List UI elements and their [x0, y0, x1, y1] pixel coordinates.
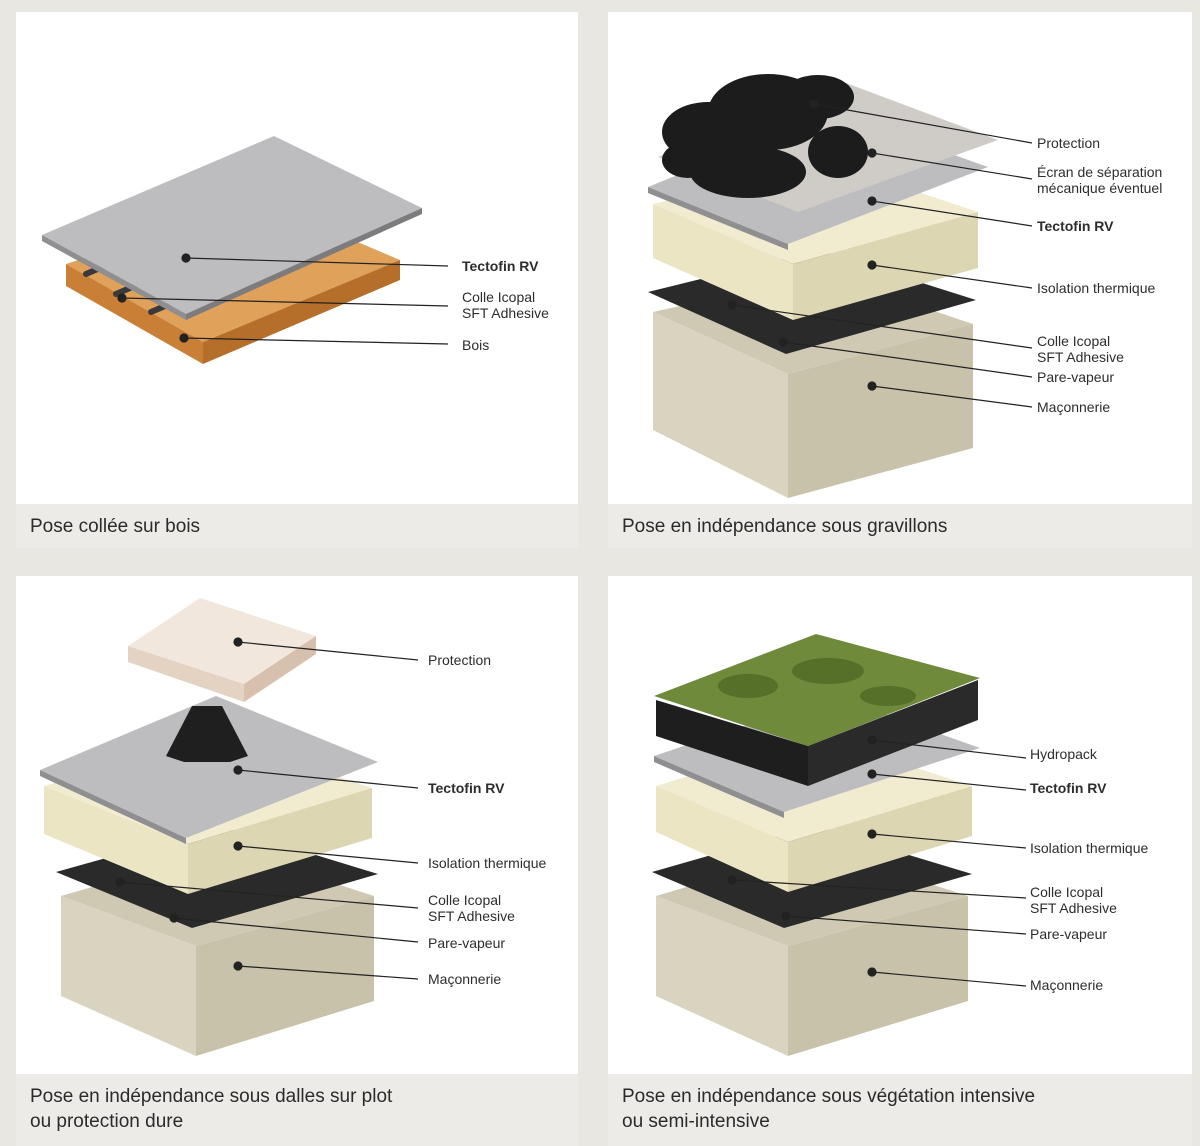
label-protection: Protection: [1037, 135, 1101, 151]
hydropack-side: [656, 700, 808, 786]
label-pare-vapeur: Pare-vapeur: [1030, 926, 1108, 942]
panel-caption: Pose en indépendance sous gravillons: [608, 504, 1192, 548]
gravel-layers-illustration: [648, 74, 1033, 498]
insulation-left: [653, 204, 793, 320]
label-tectofin: Tectofin RV: [428, 780, 505, 796]
pedestal: [166, 706, 248, 762]
panel-caption: Pose en indépendance sous végétation int…: [608, 1074, 1192, 1146]
label-maconnerie: Maçonnerie: [428, 971, 502, 987]
wood-board-left: [66, 264, 203, 364]
label-pare-vapeur: Pare-vapeur: [428, 935, 506, 951]
label-maconnerie: Maçonnerie: [1037, 399, 1111, 415]
label-isolation: Isolation thermique: [1037, 280, 1156, 296]
label-tectofin: Tectofin RV: [1037, 218, 1114, 234]
slab-top: [128, 598, 316, 684]
masonry-right: [788, 324, 973, 498]
pebbles: [662, 74, 868, 198]
panel-slabs: Protection Tectofin RV Isolation thermiq…: [16, 576, 578, 1146]
label-hydropack: Hydropack: [1030, 746, 1097, 762]
slab-layers-illustration: [40, 598, 419, 1056]
label-protection: Protection: [428, 652, 492, 668]
masonry-left: [653, 312, 788, 498]
wood-layers-illustration: [42, 136, 449, 364]
label-tectofin: Tectofin RV: [1030, 780, 1107, 796]
vegetation-top: [654, 634, 980, 746]
label-pare-vapeur: Pare-vapeur: [1037, 369, 1115, 385]
vegetation-layers-illustration: [652, 634, 1027, 1056]
panel-vegetation: Hydropack Tectofin RV Isolation thermiqu…: [608, 576, 1192, 1146]
label-isolation: Isolation thermique: [1030, 840, 1149, 856]
label-maconnerie: Maçonnerie: [1030, 977, 1104, 993]
membrane-top: [40, 696, 378, 838]
wood-board-right: [203, 260, 400, 364]
panel-caption: Pose en indépendance sous dalles sur plo…: [16, 1074, 578, 1146]
panel-caption: Pose collée sur bois: [16, 504, 578, 548]
label-bois: Bois: [462, 337, 490, 353]
label-tectofin: Tectofin RV: [462, 258, 539, 274]
membrane-top: [42, 136, 422, 314]
insulation-right: [793, 212, 978, 320]
label-isolation: Isolation thermique: [428, 855, 547, 871]
